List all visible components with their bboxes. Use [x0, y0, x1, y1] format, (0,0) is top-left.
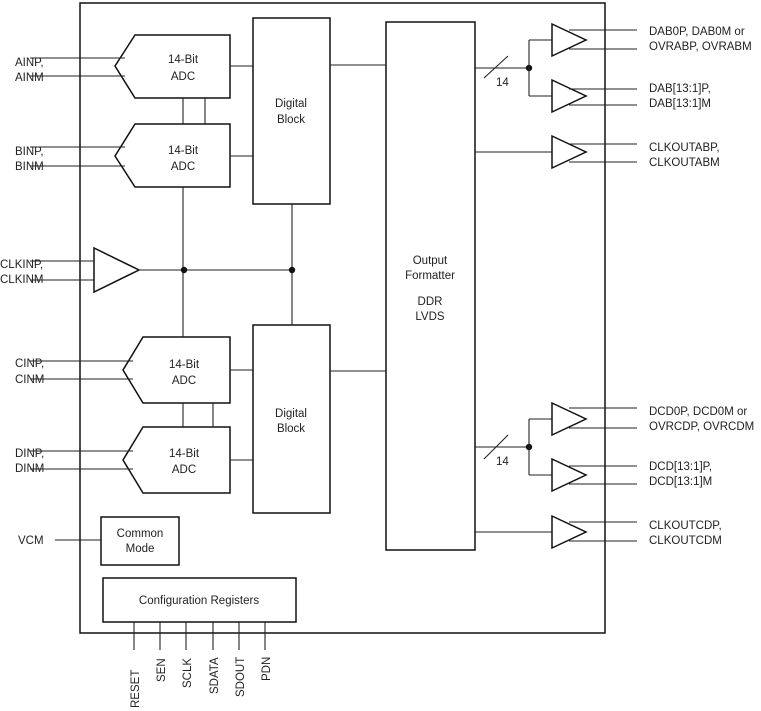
adc-c: 14-Bit ADC [122, 336, 231, 404]
output-driver-dab0 [551, 22, 588, 58]
output-driver-dab [551, 78, 588, 114]
digital-block-ab-line2: Block [277, 114, 305, 126]
input-ainm: AINM [15, 72, 44, 84]
adc-d: 14-Bit ADC [122, 426, 231, 494]
common-mode-line2: Mode [126, 543, 155, 555]
output-formatter: Output Formatter DDR LVDS [385, 21, 476, 551]
output-dab0-line2: OVRABP, OVRABM [649, 41, 752, 53]
adc-b: 14-Bit ADC [114, 123, 231, 188]
pin-reset: RESET [130, 670, 142, 708]
output-clkoutab-line1: CLKOUTABP, [649, 142, 720, 154]
digital-block-ab-line1: Digital [275, 98, 307, 110]
bus-width-cd: 14 [496, 456, 509, 468]
output-clkoutcd-line2: CLKOUTCDM [649, 535, 722, 547]
pin-sen: SEN [156, 658, 168, 682]
output-clkoutab-line2: CLKOUTABM [649, 157, 720, 169]
adc-b-label-1: 14-Bit [168, 145, 199, 157]
adc-c-label-2: ADC [172, 375, 196, 387]
input-ainp: AINP, [15, 57, 44, 69]
output-driver-dcd [551, 457, 588, 493]
adc-b-label-2: ADC [171, 161, 195, 173]
adc-a: 14-Bit ADC [114, 34, 231, 99]
output-dab0-line1: DAB0P, DAB0M or [649, 26, 745, 38]
adc-a-label-2: ADC [171, 71, 195, 83]
input-clkinm: CLKINM [0, 274, 43, 286]
digital-block-ab: Digital Block [252, 17, 331, 205]
input-dinp: DINP, [15, 448, 44, 460]
pin-pdn: PDN [261, 657, 273, 681]
pin-sdout: SDOUT [235, 657, 247, 697]
input-dinm: DINM [15, 463, 44, 475]
digital-block-cd-line1: Digital [275, 408, 307, 420]
output-dcd-line1: DCD[13:1]P, [649, 461, 712, 473]
adc-c-label-1: 14-Bit [169, 359, 200, 371]
output-formatter-line5: LVDS [415, 311, 445, 323]
output-dab-line2: DAB[13:1]M [649, 98, 711, 110]
common-mode-line1: Common [117, 528, 164, 540]
output-dcd-line2: DCD[13:1]M [649, 476, 712, 488]
output-dcd0-line2: OVRCDP, OVRCDM [649, 421, 754, 433]
pin-sclk: SCLK [182, 658, 194, 688]
adc-d-label-2: ADC [172, 464, 196, 476]
output-driver-dcd0 [551, 401, 588, 437]
adc-d-label-1: 14-Bit [169, 448, 200, 460]
input-binp: BINP, [15, 146, 44, 158]
input-clkinp: CLKINP, [0, 259, 43, 271]
digital-block-cd: Digital Block [252, 324, 331, 514]
pin-sdata: SDATA [209, 657, 221, 694]
input-binm: BINM [15, 161, 44, 173]
configuration-registers-label: Configuration Registers [139, 595, 259, 607]
output-driver-clkoutcd [551, 514, 588, 550]
digital-block-cd-line2: Block [277, 423, 305, 435]
input-cinp: CINP, [15, 358, 44, 370]
input-vcm: VCM [18, 535, 44, 547]
output-formatter-line4: DDR [418, 296, 443, 308]
output-clkoutcd-line1: CLKOUTCDP, [649, 520, 722, 532]
adc-a-label-1: 14-Bit [168, 54, 199, 66]
configuration-registers: Configuration Registers [102, 577, 297, 623]
bus-width-ab: 14 [496, 77, 509, 89]
common-mode-block: Common Mode [100, 516, 180, 566]
output-formatter-line1: Output [413, 255, 448, 267]
input-cinm: CINM [15, 374, 44, 386]
clock-input-buffer [93, 246, 141, 294]
output-dcd0-line1: DCD0P, DCD0M or [649, 406, 747, 418]
output-formatter-line2: Formatter [405, 270, 455, 282]
output-dab-line1: DAB[13:1]P, [649, 83, 711, 95]
